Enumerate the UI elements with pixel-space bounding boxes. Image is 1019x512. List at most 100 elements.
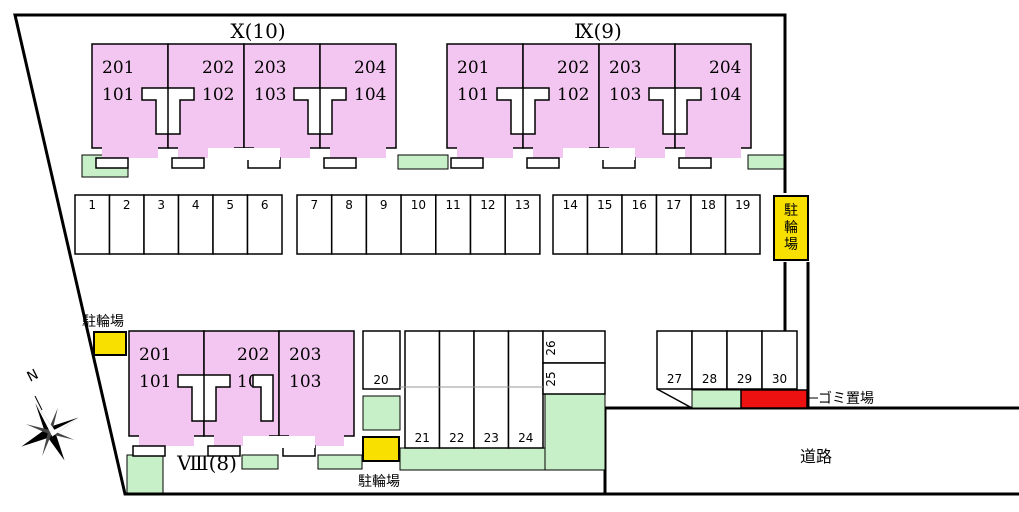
parking-number: 21 [415, 431, 430, 445]
north-label: N [25, 367, 42, 386]
green-strip [544, 393, 606, 471]
green-strip [126, 454, 164, 494]
compass-rose-icon [21, 403, 79, 461]
parking-space [246, 194, 283, 255]
parking-space [621, 194, 658, 255]
unit-foot [102, 146, 158, 158]
parking-number: 8 [345, 198, 353, 212]
unit-number-lower: 103 [609, 85, 641, 105]
unit-foot [685, 146, 741, 158]
parking-number: 23 [484, 431, 499, 445]
unit-number-upper: 202 [557, 58, 589, 78]
bike-label-west: 駐輪場 [82, 313, 124, 330]
unit-number-lower: 101 [139, 372, 171, 392]
bike-parking-west [93, 331, 127, 356]
unit-number-lower: 104 [709, 85, 741, 105]
bike-parking-south [362, 436, 400, 462]
parking-number: 4 [192, 198, 200, 212]
unit-number-lower: 103 [289, 372, 321, 392]
parking-number: 16 [632, 198, 647, 212]
parking-number: 14 [563, 198, 578, 212]
parking-number: 24 [518, 431, 533, 445]
north-line [34, 395, 43, 411]
parking-space [761, 330, 798, 390]
parking-number: 6 [261, 198, 269, 212]
balcony [526, 157, 560, 169]
parking-number: 5 [226, 198, 234, 212]
unit-number-upper: 202 [202, 58, 234, 78]
parking-space [177, 194, 214, 255]
parking-number: 10 [411, 198, 426, 212]
parking-number: 12 [480, 198, 495, 212]
green-strip [397, 154, 449, 170]
road-label: 道路 [800, 447, 832, 466]
entry-gap [208, 148, 280, 160]
unit-number-upper: 202 [237, 345, 269, 365]
parking-number: 18 [701, 198, 716, 212]
parking-space [542, 362, 606, 395]
stair-core [252, 374, 274, 422]
entry-gap [243, 436, 315, 448]
parking-number: 11 [446, 198, 461, 212]
unit-number-upper: 201 [457, 58, 489, 78]
parking-number-vertical: 26 [544, 340, 558, 355]
unit-number-lower: 101 [102, 85, 134, 105]
parking-space [726, 330, 763, 390]
balcony [678, 157, 712, 169]
parking-number: 29 [737, 372, 752, 386]
parking-space [404, 330, 441, 449]
parking-number: 15 [597, 198, 612, 212]
parking-space [690, 194, 727, 255]
unit-number-upper: 201 [102, 58, 134, 78]
parking-space [212, 194, 249, 255]
parking-space [365, 194, 402, 255]
parking-space [507, 330, 544, 449]
unit-number-upper: 203 [609, 58, 641, 78]
green-strip [241, 454, 279, 470]
bike-label-vertical-3: 場 [784, 237, 798, 253]
parking-number: 17 [666, 198, 681, 212]
unit-foot [330, 146, 386, 158]
unit-number-lower: 104 [354, 85, 386, 105]
parking-space [552, 194, 589, 255]
parking-edge [656, 388, 693, 409]
garbage-area [740, 389, 808, 409]
unit-block [278, 330, 355, 437]
unit-number-upper: 203 [254, 58, 286, 78]
unit-number-upper: 203 [289, 345, 321, 365]
parking-number: 27 [667, 372, 682, 386]
parking-number: 22 [449, 431, 464, 445]
unit-number-lower: 101 [457, 85, 489, 105]
building-title: Ⅸ(9) [574, 19, 622, 43]
building-title: Ⅹ(10) [230, 19, 285, 43]
balcony [450, 157, 484, 169]
unit-foot [139, 434, 194, 446]
balcony [95, 157, 129, 169]
bike-label-south: 駐輪場 [358, 473, 400, 490]
balcony [171, 157, 205, 169]
parking-space [108, 194, 145, 255]
parking-space [655, 194, 692, 255]
unit-number-lower: 102 [202, 85, 234, 105]
parking-number: 13 [515, 198, 530, 212]
green-strip [317, 454, 363, 470]
parking-number: 3 [157, 198, 165, 212]
bike-label-vertical-2: 輪 [784, 219, 798, 236]
balcony [132, 445, 166, 457]
green-strip [362, 395, 401, 431]
parking-number: 1 [88, 198, 96, 212]
parking-number: 2 [123, 198, 131, 212]
parking-space [473, 330, 510, 449]
garbage-label: ゴミ置場 [818, 390, 874, 407]
parking-space [586, 194, 623, 255]
unit-number-upper: 201 [139, 345, 171, 365]
parking-space [296, 194, 333, 255]
unit-number-lower: 103 [254, 85, 286, 105]
parking-number: 7 [311, 198, 319, 212]
parking-space [330, 194, 368, 255]
balcony [323, 157, 357, 169]
parking-space [724, 194, 761, 255]
unit-number-lower: 102 [557, 85, 589, 105]
parking-space [74, 194, 111, 255]
